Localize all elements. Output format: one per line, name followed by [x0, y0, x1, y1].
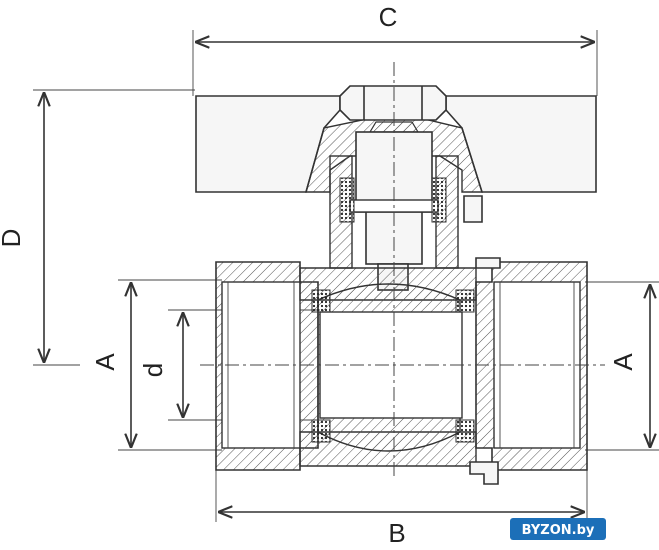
dimension-a-left: A: [90, 279, 222, 451]
dimension-b: B: [215, 450, 588, 548]
watermark: BYZON.by: [510, 518, 606, 540]
watermark-text: BYZON.by: [522, 523, 595, 538]
watermark-badge: [510, 518, 606, 540]
label-c: C: [379, 2, 398, 32]
label-a-right: A: [608, 353, 638, 371]
label-d: D: [0, 229, 26, 248]
dimension-d: D: [0, 89, 195, 366]
label-d-bore: d: [138, 363, 168, 377]
centerlines: [200, 62, 605, 480]
dimension-c: C: [192, 2, 598, 96]
stem-nut: [339, 85, 447, 133]
label-a-left: A: [90, 353, 120, 371]
valve-body: [215, 257, 588, 485]
dimension-a-right: A: [585, 281, 659, 451]
label-b: B: [388, 518, 405, 548]
